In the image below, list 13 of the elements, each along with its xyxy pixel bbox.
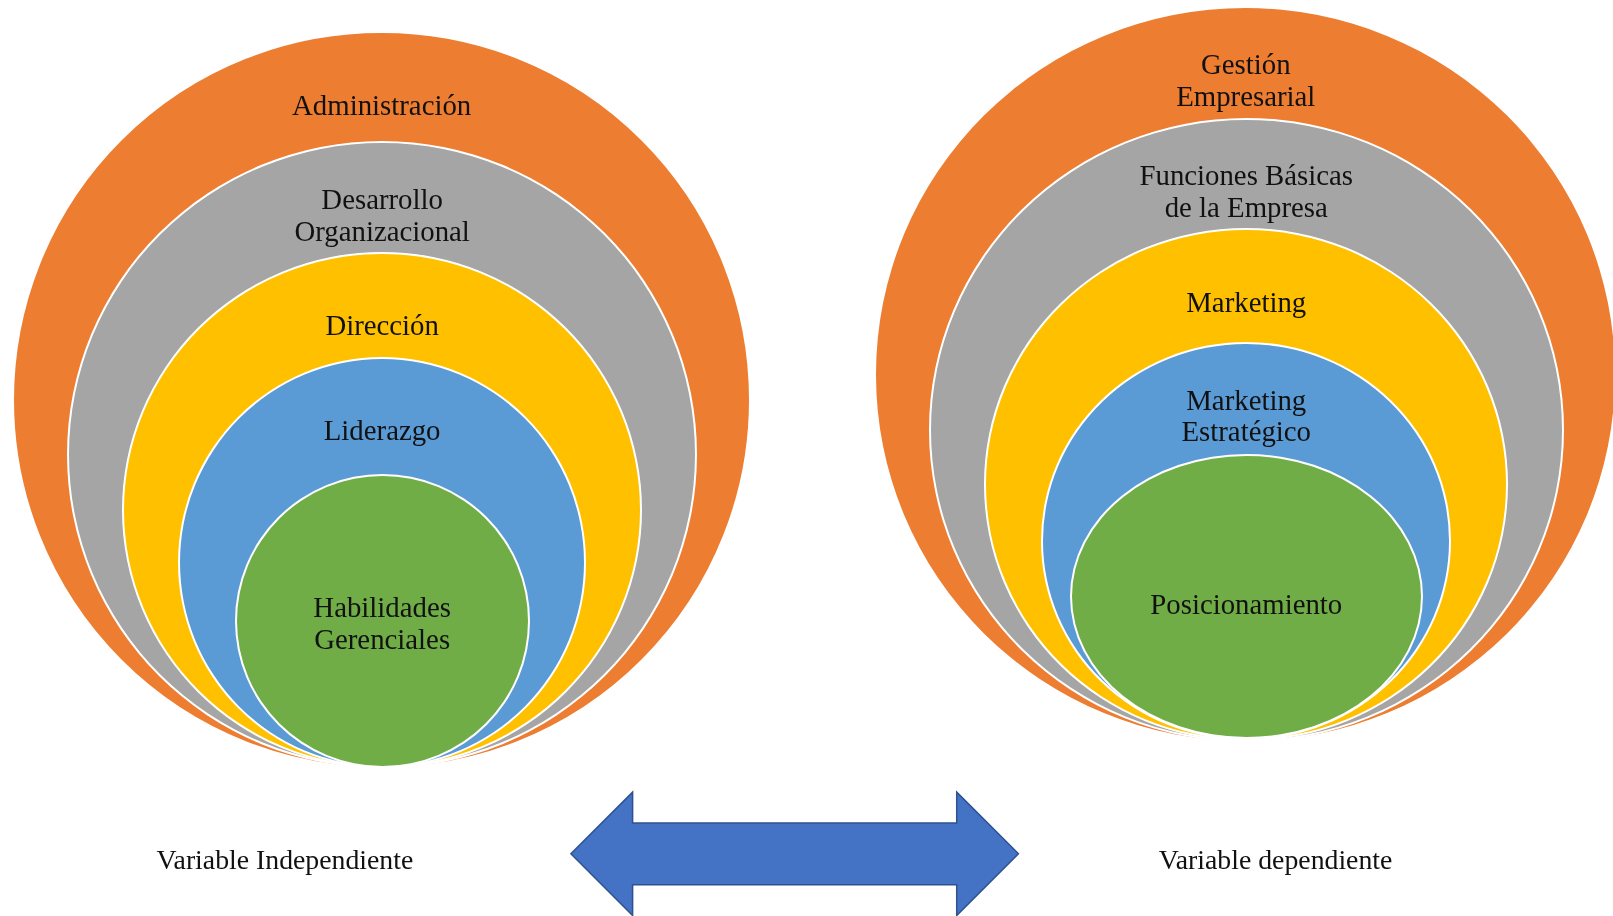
double-arrow [569, 790, 1020, 916]
circle-label: Marketing [1186, 287, 1307, 320]
variable-label: Variable Independiente [156, 844, 414, 876]
circle-label: Liderazgo [323, 415, 441, 447]
circle-label: Administración [292, 90, 472, 122]
circle-label: Funciones Básicas de la Empresa [1138, 160, 1354, 224]
circle-label: Habilidades Gerenciales [312, 592, 452, 656]
circle-label: Dirección [325, 310, 439, 342]
circle-label: Posicionamiento [1150, 588, 1343, 621]
circle-label: Marketing Estratégico [1180, 384, 1312, 449]
variable-label: Variable dependiente [1158, 844, 1393, 876]
circle-label: Gestión Empresarial [1175, 49, 1317, 113]
circle-label: Desarrollo Organizacional [293, 184, 471, 248]
